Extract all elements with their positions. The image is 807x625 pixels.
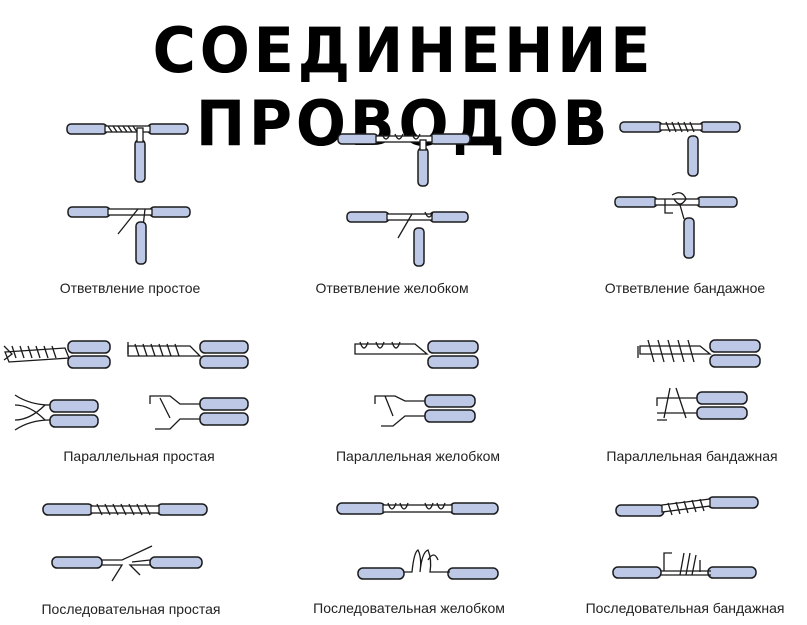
caption-serial-bandage: Последовательная бандажная xyxy=(585,600,785,616)
caption-serial-groove: Последовательная желобком xyxy=(313,600,505,616)
branch-simple-illustration xyxy=(66,123,191,265)
branch-bandage-illustration xyxy=(614,121,741,259)
caption-serial-simple: Последовательная простая xyxy=(41,601,221,617)
serial-bandage-illustration xyxy=(612,496,759,579)
caption-branch-bandage: Ответвление бандажное xyxy=(604,280,766,296)
parallel-simple-illustration xyxy=(3,340,249,431)
caption-branch-groove: Ответвление желобком xyxy=(315,280,469,296)
caption-parallel-groove: Параллельная желобком xyxy=(335,448,501,464)
serial-groove-illustration xyxy=(336,502,499,580)
serial-simple-illustration xyxy=(42,503,208,582)
parallel-bandage-illustration xyxy=(637,339,761,421)
page-title: СОЕДИНЕНИЕ ПРОВОДОВ xyxy=(152,14,655,160)
caption-branch-simple: Ответвление простое xyxy=(59,280,201,296)
branch-groove-illustration xyxy=(337,133,471,267)
parallel-groove-illustration xyxy=(354,340,479,427)
caption-parallel-simple: Параллельная простая xyxy=(63,448,215,464)
caption-parallel-bandage: Параллельная бандажная xyxy=(606,448,778,464)
